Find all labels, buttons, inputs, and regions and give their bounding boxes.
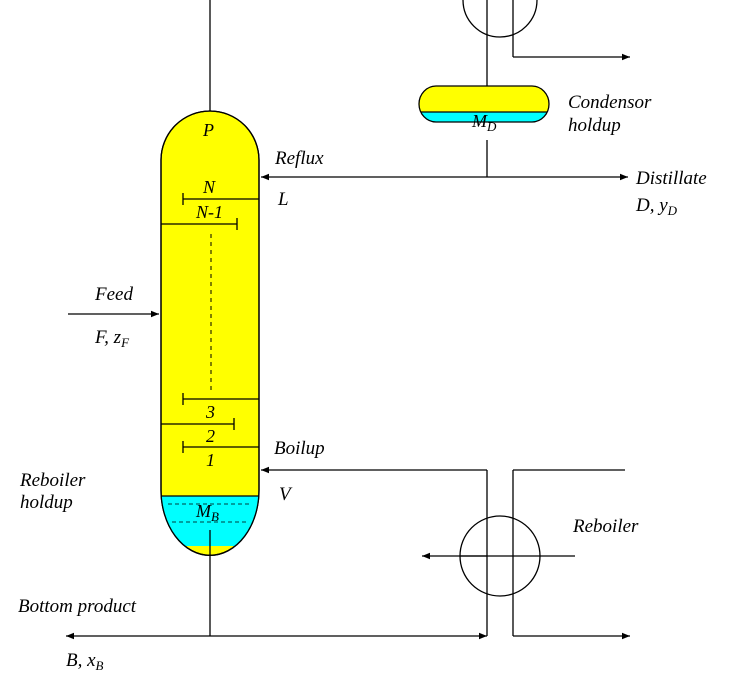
feed-symbol: F, zF	[94, 327, 130, 350]
boilup-label: Boilup	[274, 438, 325, 459]
distillate-label: Distillate	[635, 168, 707, 189]
bottom-product-symbol: B, xB	[66, 650, 104, 673]
tray-n-label: N	[202, 177, 216, 197]
column-top-label: P	[202, 120, 214, 140]
reboiler-label: Reboiler	[572, 516, 639, 537]
tray-3-label: 3	[205, 402, 215, 422]
bottom-product-label: Bottom product	[18, 596, 137, 617]
condenser-holdup-symbol: MD	[471, 111, 497, 134]
reflux-label: Reflux	[274, 148, 324, 169]
condenser-heat-exchanger	[462, 0, 538, 38]
reboiler	[422, 469, 630, 640]
distillate-symbol: D, yD	[635, 195, 678, 218]
reboiler-holdup-label-1: Reboiler	[19, 470, 86, 491]
condenser-holdup-label-2: holdup	[568, 115, 621, 136]
tray-n-1-label: N-1	[195, 202, 223, 222]
feed-label: Feed	[94, 284, 133, 305]
distillation-column: P N N-1 3 2 1 MB	[160, 0, 260, 556]
condenser-drum: MD	[418, 85, 550, 177]
reboiler-holdup-symbol: MB	[195, 501, 219, 524]
reboiler-holdup-label-2: holdup	[20, 492, 73, 513]
tray-2-label: 2	[206, 426, 215, 446]
condenser	[462, 0, 630, 86]
reflux-symbol: L	[277, 189, 289, 210]
tray-1-label: 1	[206, 450, 215, 470]
boilup-symbol: V	[279, 484, 293, 505]
condenser-holdup-label-1: Condensor	[568, 92, 652, 113]
